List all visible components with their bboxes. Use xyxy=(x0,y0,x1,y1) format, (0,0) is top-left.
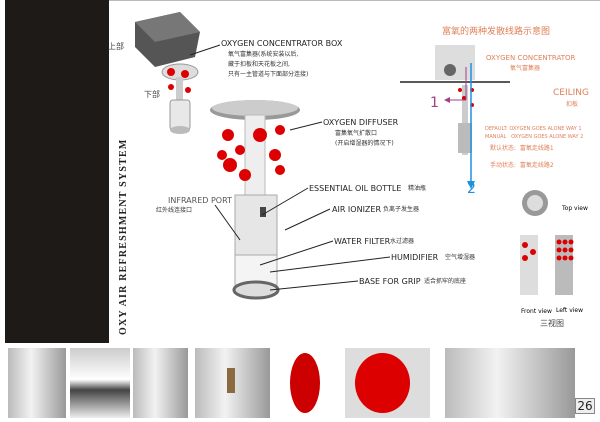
way-2-marker: 2 xyxy=(467,181,476,197)
thumbnail-base-detail xyxy=(8,348,66,418)
manual-mode-text: MANUAL OXYGEN GOES ALONE WAY 2 xyxy=(485,134,584,140)
assembly-overview-illustration xyxy=(135,12,200,134)
thumbnail-oil-bottle-detail xyxy=(195,348,270,418)
concentrator-box-desc: 氧气富集器(系统安装以后, 藏于扣板和天花板之间, 只有一主管道与下面部分连接) xyxy=(228,50,308,80)
water-filter-label: WATER FILTER xyxy=(334,237,391,246)
infrared-label: INFRARED PORT xyxy=(168,196,232,205)
thumbnail-grip-detail xyxy=(70,348,130,418)
diffuser-cn: 富集氧气扩散口 xyxy=(335,130,378,137)
ceiling-label: CEILING xyxy=(553,88,589,98)
base-cn: 适合抓牢的底座 xyxy=(424,278,467,285)
humidifier-cn: 空气增湿器 xyxy=(445,254,476,261)
thumbnail-diffuser-front xyxy=(345,348,430,418)
divider xyxy=(109,0,600,1)
thumbnail-ionizer-detail xyxy=(133,348,188,418)
schematic-title: 富氧的两种发散线路示意图 xyxy=(442,27,551,37)
base-label: BASE FOR GRIP xyxy=(359,277,421,286)
dark-side-panel xyxy=(5,0,109,343)
thumbnail-diffuser-side xyxy=(280,348,340,418)
default-mode-text: DEFAULT: OXYGEN GOES ALONE WAY 1 xyxy=(485,126,582,132)
exploded-view-illustration xyxy=(210,100,300,300)
diffuser-cn2: (开启增湿器的情况下) xyxy=(335,140,394,147)
page-number: 26 xyxy=(575,398,595,414)
schematic-concentrator-label: OXYGEN CONCENTRATOR xyxy=(486,54,576,62)
top-view-label: Top view xyxy=(562,205,588,212)
diffuser-label: OXYGEN DIFFUSER xyxy=(323,118,399,127)
three-views-label: 三视图 xyxy=(540,319,564,328)
detail-thumbnail-strip xyxy=(5,348,595,420)
humidifier-label: HUMIDIFIER xyxy=(391,253,439,262)
ceiling-cn: 扣板 xyxy=(566,101,579,108)
oil-bottle-cn: 精油瓶 xyxy=(408,185,427,192)
infrared-cn: 红外线连接口 xyxy=(156,207,193,214)
concentrator-box-label: OXYGEN CONCENTRATOR BOX xyxy=(221,39,343,48)
three-views-illustration xyxy=(520,190,574,295)
manual-mode-cn: 手动状态: 富氧走线路2 xyxy=(490,162,554,169)
lower-part-label: 下部 xyxy=(144,90,160,99)
default-mode-cn: 默认状态: 富氧走线路1 xyxy=(490,145,554,152)
ionizer-cn: 负离子发生器 xyxy=(383,206,420,213)
ionizer-label: AIR IONIZER xyxy=(332,205,382,214)
water-filter-cn: 水过滤器 xyxy=(390,238,415,245)
desc-line: 只有一主管道与下面部分连接) xyxy=(228,71,309,78)
way-1-marker: 1 xyxy=(430,95,439,111)
desc-line: 藏于扣板和天花板之间, xyxy=(228,61,290,68)
thumbnail-humidifier-detail xyxy=(445,348,575,418)
upper-part-label: 上部 xyxy=(108,42,124,51)
left-view-label: Left view xyxy=(556,307,584,314)
oil-bottle-label: ESSENTIAL OIL BOTTLE xyxy=(309,184,402,193)
schematic-diagram xyxy=(400,45,510,189)
front-view-label: Front view xyxy=(521,308,552,315)
desc-line: 氧气富集器(系统安装以后, xyxy=(228,51,299,58)
leader-lines xyxy=(189,44,391,291)
schematic-concentrator-cn: 氧气富集器 xyxy=(510,65,541,72)
